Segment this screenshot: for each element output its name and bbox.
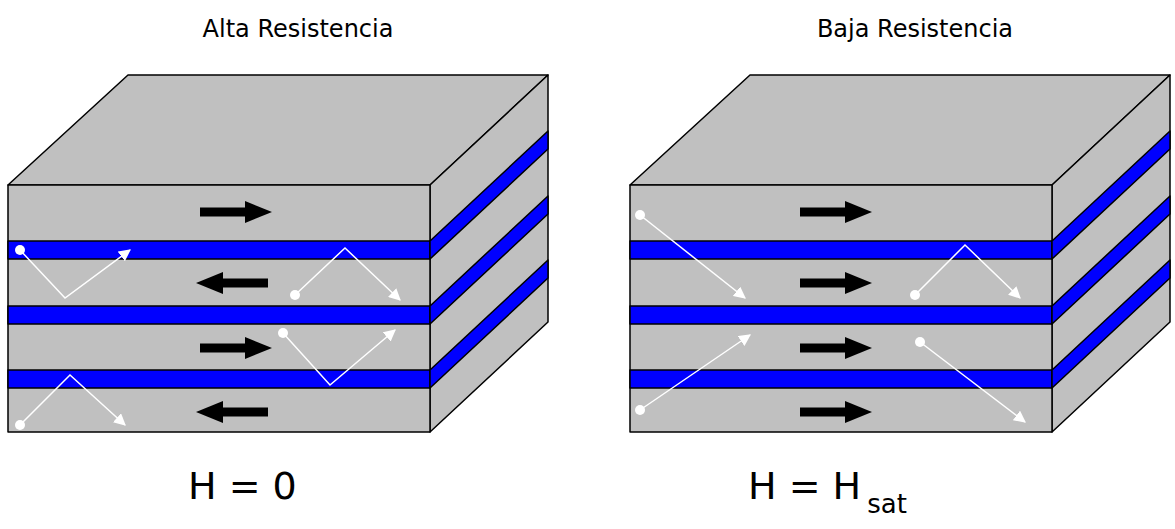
multilayer-stack bbox=[8, 75, 548, 432]
electron-dot bbox=[635, 210, 925, 415]
electron-dot bbox=[15, 245, 300, 430]
state-title: Alta Resistencia bbox=[203, 16, 394, 42]
field-subscript: sat bbox=[867, 490, 907, 519]
magnetization-arrow bbox=[800, 201, 872, 423]
electron-path bbox=[640, 215, 1025, 422]
state-title: Baja Resistencia bbox=[817, 16, 1013, 42]
multilayer-stack bbox=[630, 75, 1170, 432]
electron-path bbox=[20, 248, 400, 425]
field-label: H = H bbox=[748, 466, 861, 508]
field-label: H = 0 bbox=[188, 466, 297, 508]
magnetization-arrow bbox=[196, 201, 272, 423]
